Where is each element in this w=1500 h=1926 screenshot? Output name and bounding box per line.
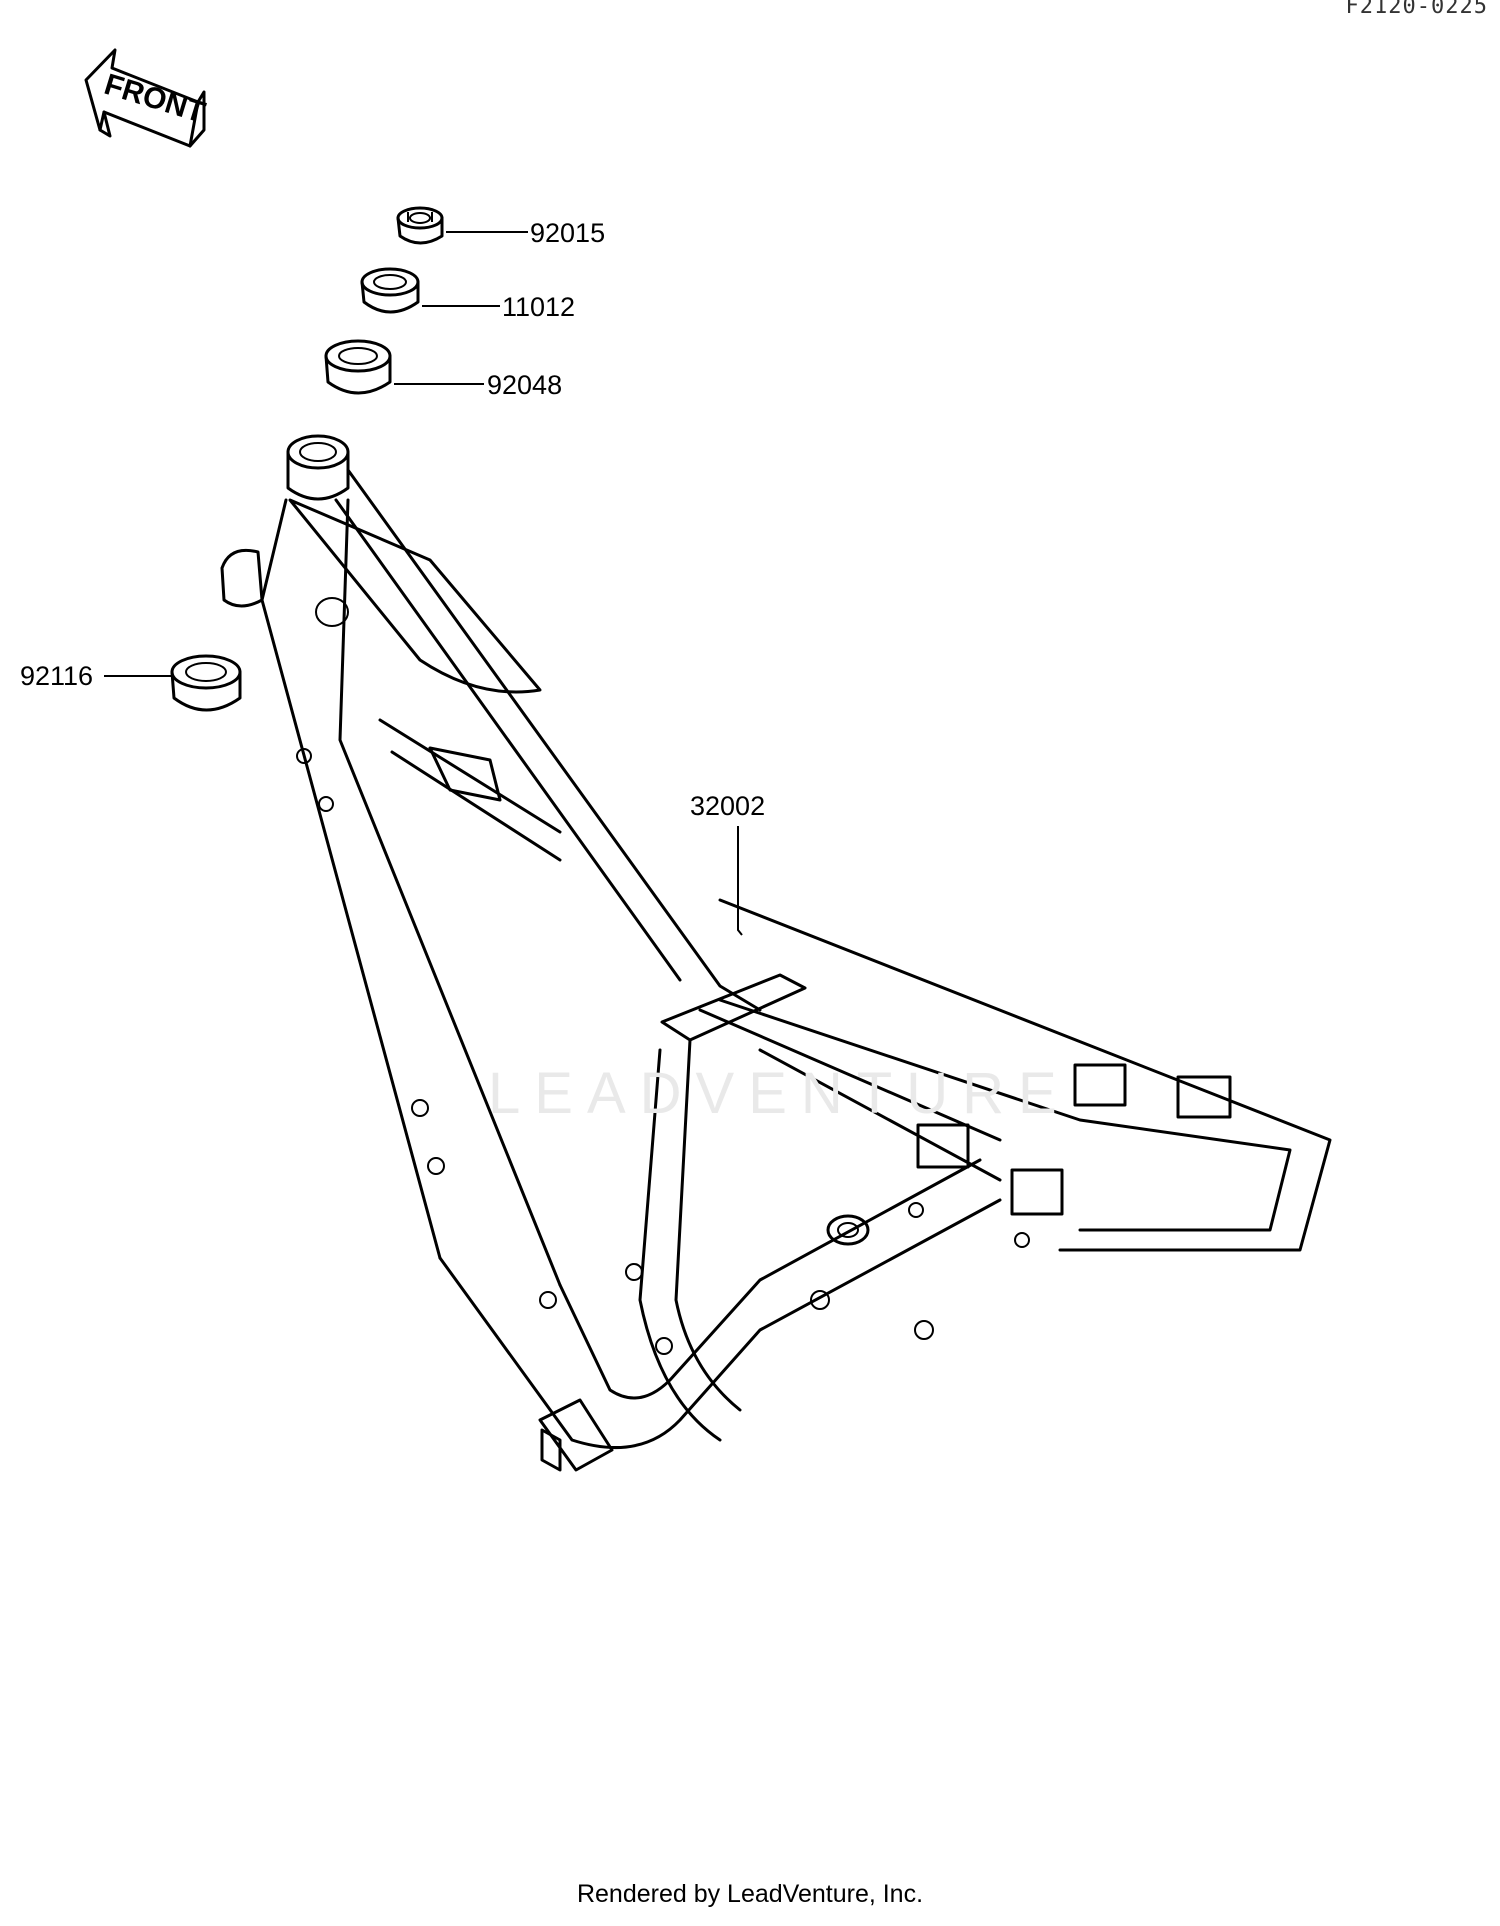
figure-code: F2120-0225: [1345, 0, 1488, 19]
seal-ring-icon: [324, 339, 392, 395]
front-direction-arrow-icon: FRONT: [84, 48, 209, 148]
leader-line-32002: [737, 826, 743, 936]
footer-credit: Rendered by LeadVenture, Inc.: [576, 1880, 924, 1908]
watermark: LEADVENTURE: [488, 1061, 1071, 1126]
front-arrow-label: FRONT: [100, 68, 208, 130]
part-number-32002[interactable]: 32002: [690, 791, 766, 821]
part-number-92048[interactable]: 92048: [487, 370, 563, 400]
dust-seal-icon: [360, 267, 420, 314]
motorcycle-frame-icon: [220, 434, 1332, 1472]
part-number-92015[interactable]: 92015: [530, 218, 606, 248]
steering-stem-nut-icon: [396, 206, 444, 245]
steering-bearing-icon: [170, 654, 242, 712]
part-number-11012[interactable]: 11012: [502, 292, 576, 322]
part-number-92116[interactable]: 92116: [20, 661, 94, 691]
